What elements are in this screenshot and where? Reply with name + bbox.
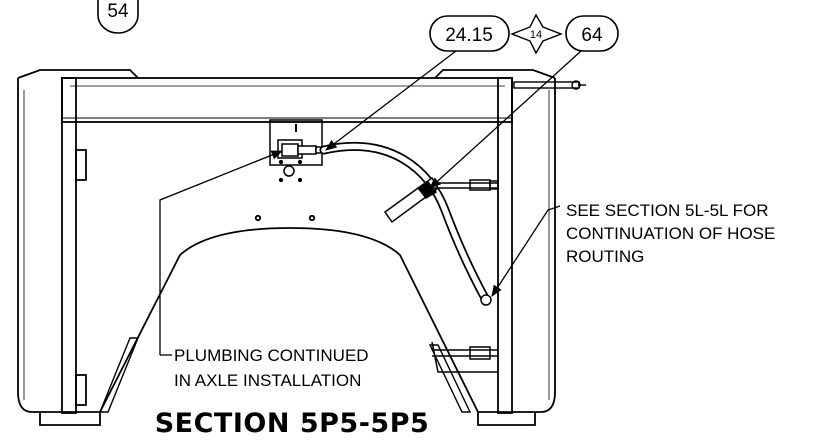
callout-54: 54 [97, 0, 139, 34]
axle-arch [99, 214, 479, 413]
note-line-3: ROUTING [566, 247, 644, 266]
leader-lines [159, 50, 582, 356]
note-see-section: SEE SECTION 5L-5L FOR CONTINUATION OF HO… [566, 201, 775, 266]
right-side-rod [513, 80, 586, 90]
callout-24-15-label: 24.15 [445, 25, 493, 46]
plumbing-line-1: PLUMBING CONTINUED [174, 346, 369, 365]
hose-fitting [281, 143, 325, 157]
note-line-2: CONTINUATION OF HOSE [566, 224, 775, 243]
lower-bracket [431, 341, 498, 373]
callout-64: 64 [565, 15, 619, 52]
plumbing-line-2: IN AXLE INSTALLATION [174, 371, 361, 390]
note-line-1: SEE SECTION 5L-5L FOR [566, 201, 768, 220]
note-plumbing: PLUMBING CONTINUED IN AXLE INSTALLATION [174, 346, 369, 390]
callout-24-15: 24.15 [429, 15, 510, 52]
callout-64-label: 64 [581, 25, 603, 46]
frame-top-beam [61, 77, 513, 123]
lower-braces [98, 337, 472, 413]
hydraulic-hose [319, 141, 492, 306]
callout-54-label: 54 [107, 1, 129, 22]
section-title: SECTION 5P5-5P5 [155, 408, 430, 439]
callout-14-diamond: 14 [510, 13, 563, 55]
frame-right-column [434, 69, 556, 426]
callout-14-label: 14 [530, 29, 542, 41]
frame-left-column [17, 69, 139, 426]
